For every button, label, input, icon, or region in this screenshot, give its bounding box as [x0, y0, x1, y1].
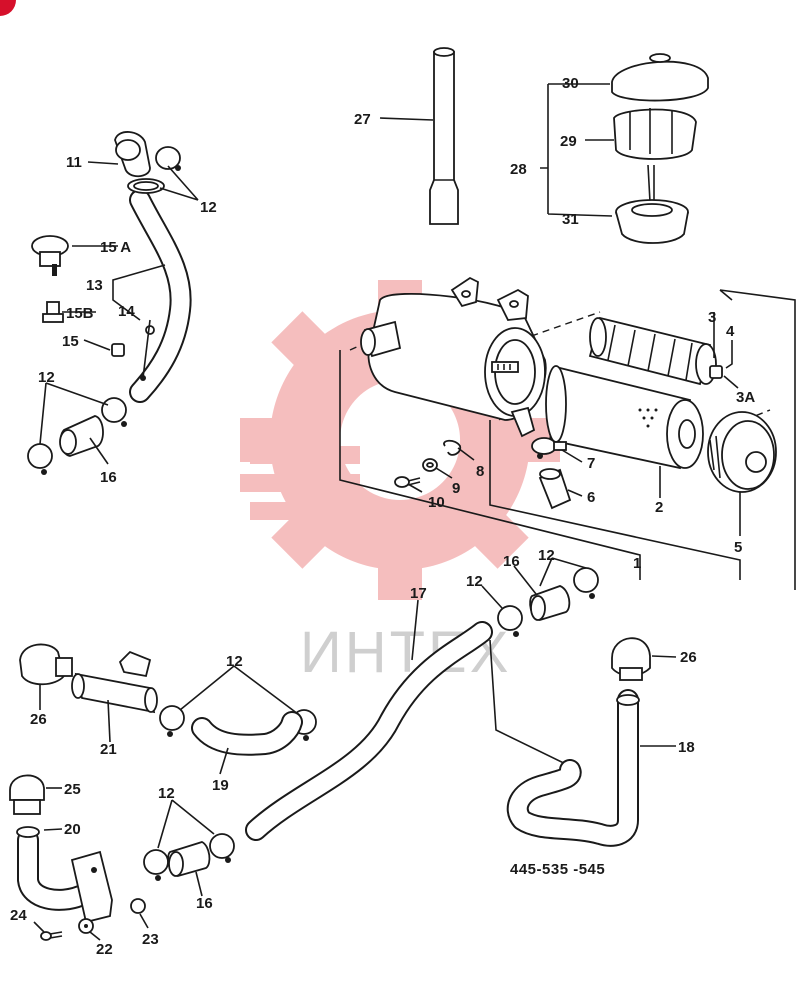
- callout-9: 9: [452, 480, 460, 497]
- callout-12-upper: 12: [200, 199, 217, 216]
- lower-left-group: [19, 643, 317, 775]
- callout-11: 11: [66, 154, 82, 171]
- callout-12-left: 12: [38, 369, 55, 386]
- callout-14: 14: [118, 303, 135, 320]
- callout-22: 22: [96, 941, 113, 958]
- precleaner-assembly: [540, 53, 709, 244]
- filter-dot-pattern: [638, 408, 658, 428]
- callout-12-right-top: 12: [538, 547, 555, 564]
- callout-15b: 15B: [66, 305, 94, 322]
- callout-19: 19: [212, 777, 229, 794]
- callout-24: 24: [10, 907, 27, 924]
- callout-labels: 1 2 3 3A 4 5 6 7 8 9 10 11 12 12 12 12 1…: [10, 75, 755, 958]
- air-cleaner-group: [339, 276, 796, 590]
- callout-16-center: 16: [503, 553, 520, 570]
- callout-26-right: 26: [680, 649, 697, 666]
- callout-25: 25: [64, 781, 81, 798]
- callout-4: 4: [726, 323, 735, 340]
- callout-12-bottom: 12: [158, 785, 175, 802]
- callout-30: 30: [562, 75, 579, 92]
- callout-15a: 15 A: [100, 239, 131, 256]
- callout-16-bottom: 16: [196, 895, 213, 912]
- callout-23: 23: [142, 931, 159, 948]
- callout-7: 7: [587, 455, 595, 472]
- callout-8: 8: [476, 463, 484, 480]
- callout-28: 28: [510, 161, 527, 178]
- upper-left-intake-assembly: [27, 131, 192, 475]
- callout-15: 15: [62, 333, 79, 350]
- callout-1: 1: [633, 555, 641, 572]
- leaders-upper-left: [39, 161, 199, 465]
- callout-3: 3: [708, 309, 716, 326]
- callout-31: 31: [562, 211, 579, 228]
- model-numbers: 445-535 -545: [510, 861, 605, 878]
- tube-27: [379, 47, 459, 225]
- callout-10: 10: [428, 494, 445, 511]
- callout-26-left: 26: [30, 711, 47, 728]
- callout-12-center: 12: [226, 653, 243, 670]
- callout-20: 20: [64, 821, 81, 838]
- callout-21: 21: [100, 741, 117, 758]
- callout-27: 27: [354, 111, 371, 128]
- callout-5: 5: [734, 539, 742, 556]
- callout-16-left: 16: [100, 469, 117, 486]
- callout-12-right-mid: 12: [466, 573, 483, 590]
- callout-29: 29: [560, 133, 577, 150]
- callout-17: 17: [410, 585, 427, 602]
- corner-badge: [0, 0, 16, 16]
- right-intake-tube: [506, 637, 677, 847]
- callout-2: 2: [655, 499, 663, 516]
- bottom-left-group: [9, 774, 235, 941]
- callout-3a: 3A: [736, 389, 755, 406]
- callout-6: 6: [587, 489, 595, 506]
- callout-18: 18: [678, 739, 695, 756]
- center-hose-group: [245, 557, 599, 841]
- callout-13: 13: [86, 277, 103, 294]
